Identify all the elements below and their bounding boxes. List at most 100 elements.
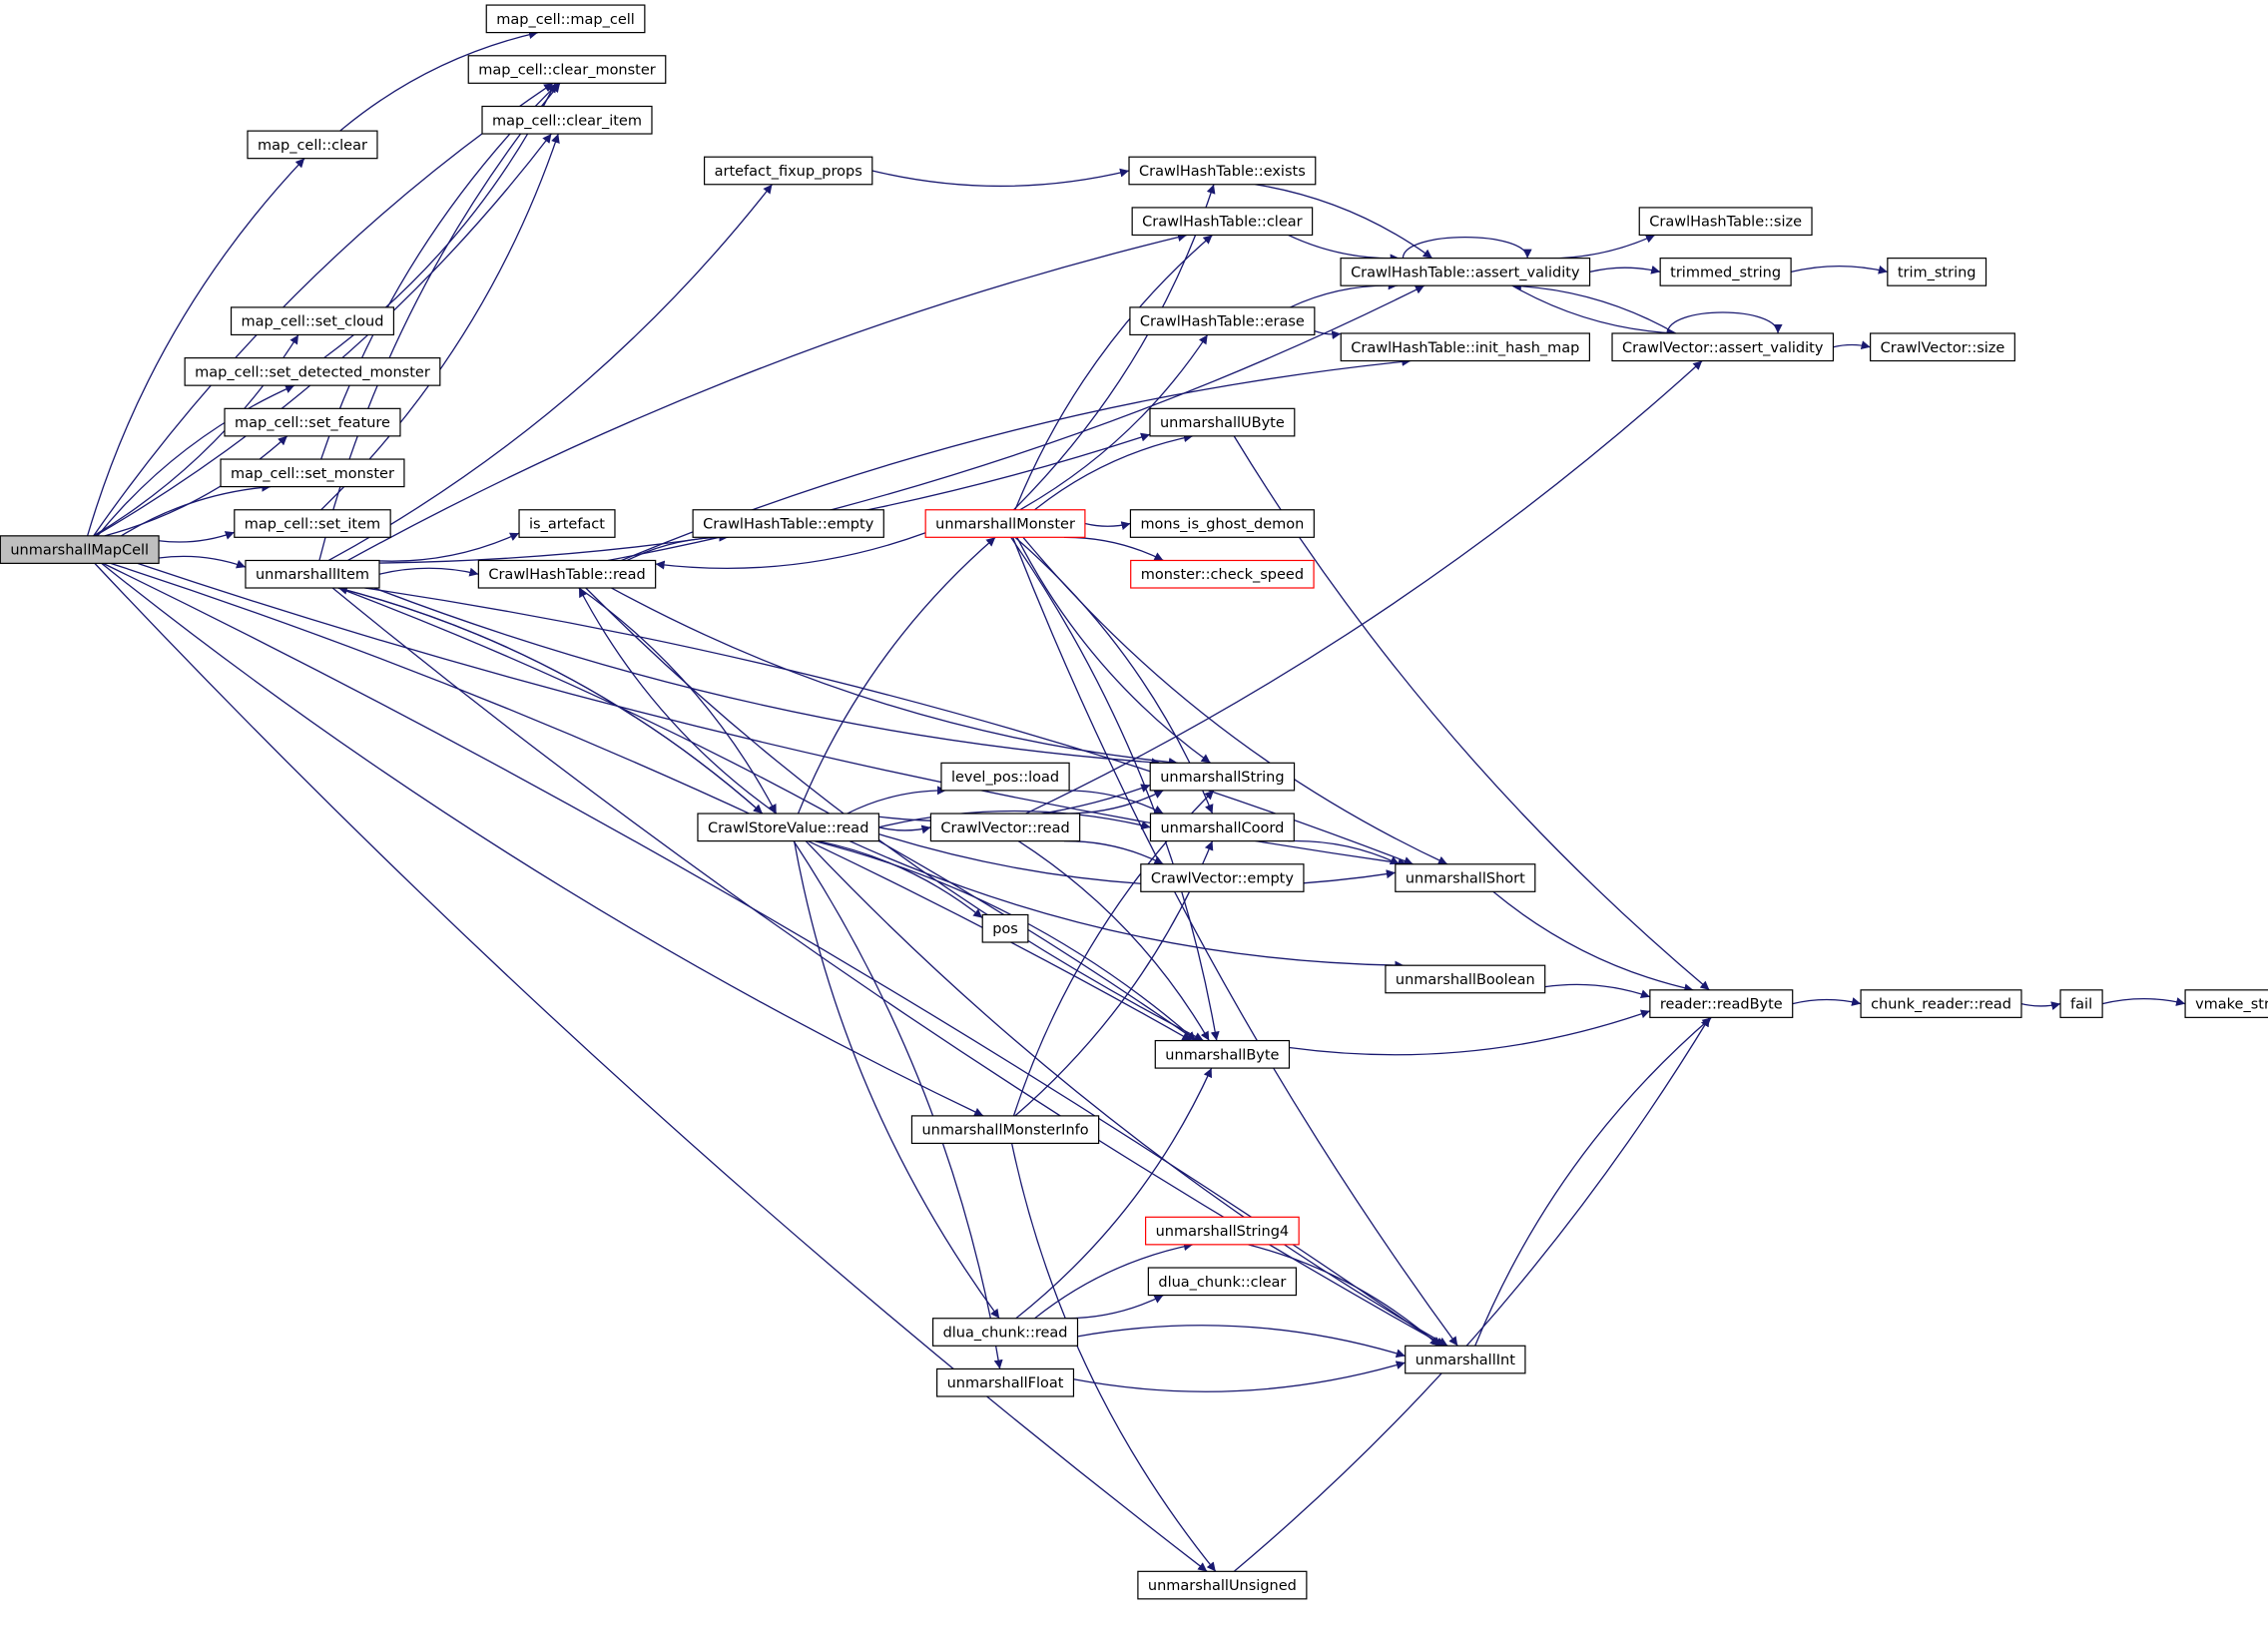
node-CrawlHashTable_erase[interactable]: CrawlHashTable::erase [1129, 306, 1316, 336]
node-monster_check_speed[interactable]: monster::check_speed [1130, 559, 1315, 589]
edge-CrawlHashTable_assert_validity-to-CrawlHashTable_size [1535, 234, 1656, 260]
node-map_cell_set_monster[interactable]: map_cell::set_monster [220, 458, 405, 488]
node-CrawlHashTable_size[interactable]: CrawlHashTable::size [1638, 207, 1813, 237]
node-is_artefact[interactable]: is_artefact [518, 509, 616, 538]
node-box [1340, 258, 1591, 286]
node-unmarshallUnsigned[interactable]: unmarshallUnsigned [1137, 1570, 1308, 1600]
edge-unmarshallMonsterInfo-to-unmarshallUnsigned [1010, 1143, 1217, 1572]
node-box [940, 762, 1070, 792]
node-map_cell_set_cloud[interactable]: map_cell::set_cloud [230, 306, 395, 336]
node-map_cell_set_feature[interactable]: map_cell::set_feature [224, 407, 401, 437]
nodes-layer: unmarshallMapCell map_cell::map_cellmap_c… [0, 4, 2268, 1600]
edge-CrawlStoreValue_read-to-pos [818, 839, 983, 919]
edge-unmarshallByte-to-reader_readByte [1289, 1009, 1651, 1056]
node-map_cell_clear_item[interactable]: map_cell::clear_item [481, 105, 653, 135]
node-label: CrawlHashTable::exists [1139, 164, 1306, 180]
node-unmarshallInt[interactable]: unmarshallInt [1405, 1345, 1526, 1374]
node-box [481, 105, 653, 135]
edge-CrawlVector_read-to-CrawlVector_empty [1064, 839, 1164, 865]
edge-reader_readByte-to-chunk_reader_read [1792, 997, 1862, 1006]
node-map_cell_clear_monster[interactable]: map_cell::clear_monster [467, 55, 667, 84]
node-label: CrawlHashTable::size [1649, 215, 1802, 231]
node-map_cell_set_item[interactable]: map_cell::set_item [234, 509, 391, 538]
node-CrawlVector_size[interactable]: CrawlVector::size [1870, 332, 2015, 362]
edge-CrawlStoreValue_read-to-dlua_chunk_read [793, 840, 1000, 1320]
node-unmarshallString[interactable]: unmarshallString [1149, 762, 1296, 792]
node-box [220, 458, 405, 488]
node-box [234, 509, 391, 538]
edge-unmarshallInt-to-reader_readByte [1474, 1016, 1712, 1347]
node-label: map_cell::set_monster [231, 466, 394, 482]
edge-CrawlStoreValue_read-to-unmarshallMonster [797, 536, 996, 815]
node-unmarshallString4[interactable]: unmarshallString4 [1145, 1216, 1300, 1246]
edge-fail-to-vmake_stringf [2101, 997, 2186, 1006]
node-CrawlHashTable_empty[interactable]: CrawlHashTable::empty [692, 509, 884, 538]
node-label: unmarshallString4 [1156, 1224, 1290, 1240]
edge-unmarshallItem-to-map_cell_clear_monster [318, 82, 561, 561]
node-unmarshallUByte[interactable]: unmarshallUByte [1149, 407, 1296, 437]
node-trimmed_string[interactable]: trimmed_string [1659, 258, 1792, 286]
node-label: CrawlHashTable::assert_validity [1351, 265, 1580, 280]
node-box [1128, 156, 1317, 186]
node-box [1137, 1570, 1308, 1600]
node-unmarshallMonster[interactable]: unmarshallMonster [924, 509, 1086, 538]
node-unmarshallByte[interactable]: unmarshallByte [1154, 1039, 1291, 1069]
node-trim_string[interactable]: trim_string [1887, 258, 1987, 286]
node-label: unmarshallString [1160, 770, 1284, 786]
node-box [1405, 1345, 1526, 1374]
node-map_cell_map_cell[interactable]: map_cell::map_cell [485, 4, 646, 34]
node-label: artefact_fixup_props [715, 164, 862, 180]
edge-unmarshallMapCell-to-map_cell_set_monster [121, 482, 272, 537]
node-box [1611, 332, 1835, 362]
node-label: trimmed_string [1670, 265, 1781, 280]
edge-CrawlHashTable_erase-to-CrawlHashTable_init_hash_map [1314, 329, 1342, 340]
node-map_cell_clear[interactable]: map_cell::clear [247, 130, 378, 160]
node-unmarshallFloat[interactable]: unmarshallFloat [936, 1367, 1075, 1397]
edge-unmarshallShort-to-reader_readByte [1492, 890, 1694, 993]
edge-CrawlStoreValue_read-to-level_pos_load [847, 786, 947, 815]
node-label: chunk_reader::read [1871, 997, 2011, 1013]
node-pos[interactable]: pos [981, 913, 1029, 943]
node-label: map_cell::clear_monster [478, 63, 656, 79]
node-box [924, 509, 1086, 538]
node-unmarshallMapCell[interactable]: unmarshallMapCell [0, 535, 160, 564]
node-box [184, 357, 441, 386]
node-CrawlVector_read[interactable]: CrawlVector::read [929, 813, 1081, 842]
node-CrawlVector_assert_validity[interactable]: CrawlVector::assert_validity [1611, 332, 1835, 362]
node-map_cell_set_detected_monster[interactable]: map_cell::set_detected_monster [184, 357, 441, 386]
node-CrawlHashTable_init_hash_map[interactable]: CrawlHashTable::init_hash_map [1340, 332, 1590, 362]
node-unmarshallBoolean[interactable]: unmarshallBoolean [1385, 964, 1546, 994]
node-chunk_reader_read[interactable]: chunk_reader::read [1860, 989, 2022, 1018]
node-label: mons_is_ghost_demon [1140, 517, 1304, 533]
node-CrawlHashTable_assert_validity[interactable]: CrawlHashTable::assert_validity [1340, 258, 1591, 286]
edge-CrawlStoreValue_read-to-unmarshallCoord [878, 810, 1151, 830]
node-label: CrawlVector::size [1881, 340, 2005, 356]
node-CrawlVector_empty[interactable]: CrawlVector::empty [1140, 863, 1305, 892]
node-label: unmarshallUByte [1160, 415, 1285, 431]
node-box [1149, 407, 1296, 437]
node-level_pos_load[interactable]: level_pos::load [940, 762, 1070, 792]
node-box [692, 509, 884, 538]
node-artefact_fixup_props[interactable]: artefact_fixup_props [704, 156, 873, 186]
node-box [929, 813, 1081, 842]
node-CrawlHashTable_read[interactable]: CrawlHashTable::read [477, 559, 657, 589]
edge-unmarshallItem-to-CrawlHashTable_clear [347, 233, 1188, 562]
node-mons_is_ghost_demon[interactable]: mons_is_ghost_demon [1129, 509, 1315, 538]
node-unmarshallItem[interactable]: unmarshallItem [245, 559, 380, 589]
node-box [224, 407, 401, 437]
node-unmarshallShort[interactable]: unmarshallShort [1395, 863, 1536, 892]
node-dlua_chunk_clear[interactable]: dlua_chunk::clear [1147, 1267, 1298, 1297]
node-unmarshallMonsterInfo[interactable]: unmarshallMonsterInfo [910, 1115, 1100, 1145]
node-CrawlHashTable_exists[interactable]: CrawlHashTable::exists [1128, 156, 1317, 186]
edge-dlua_chunk_read-to-dlua_chunk_clear [1064, 1294, 1164, 1320]
node-CrawlStoreValue_read[interactable]: CrawlStoreValue::read [697, 813, 880, 842]
node-label: unmarshallItem [256, 567, 369, 583]
node-fail[interactable]: fail [2059, 989, 2103, 1018]
edge-CrawlStoreValue_read-to-unmarshallBoolean [849, 839, 1405, 970]
node-dlua_chunk_read[interactable]: dlua_chunk::read [931, 1318, 1079, 1347]
node-CrawlHashTable_clear[interactable]: CrawlHashTable::clear [1131, 207, 1314, 237]
node-unmarshallCoord[interactable]: unmarshallCoord [1149, 813, 1295, 842]
node-reader_readByte[interactable]: reader::readByte [1649, 989, 1794, 1018]
node-vmake_stringf[interactable]: vmake_stringf [2184, 989, 2268, 1018]
node-label: CrawlVector::assert_validity [1622, 340, 1824, 356]
